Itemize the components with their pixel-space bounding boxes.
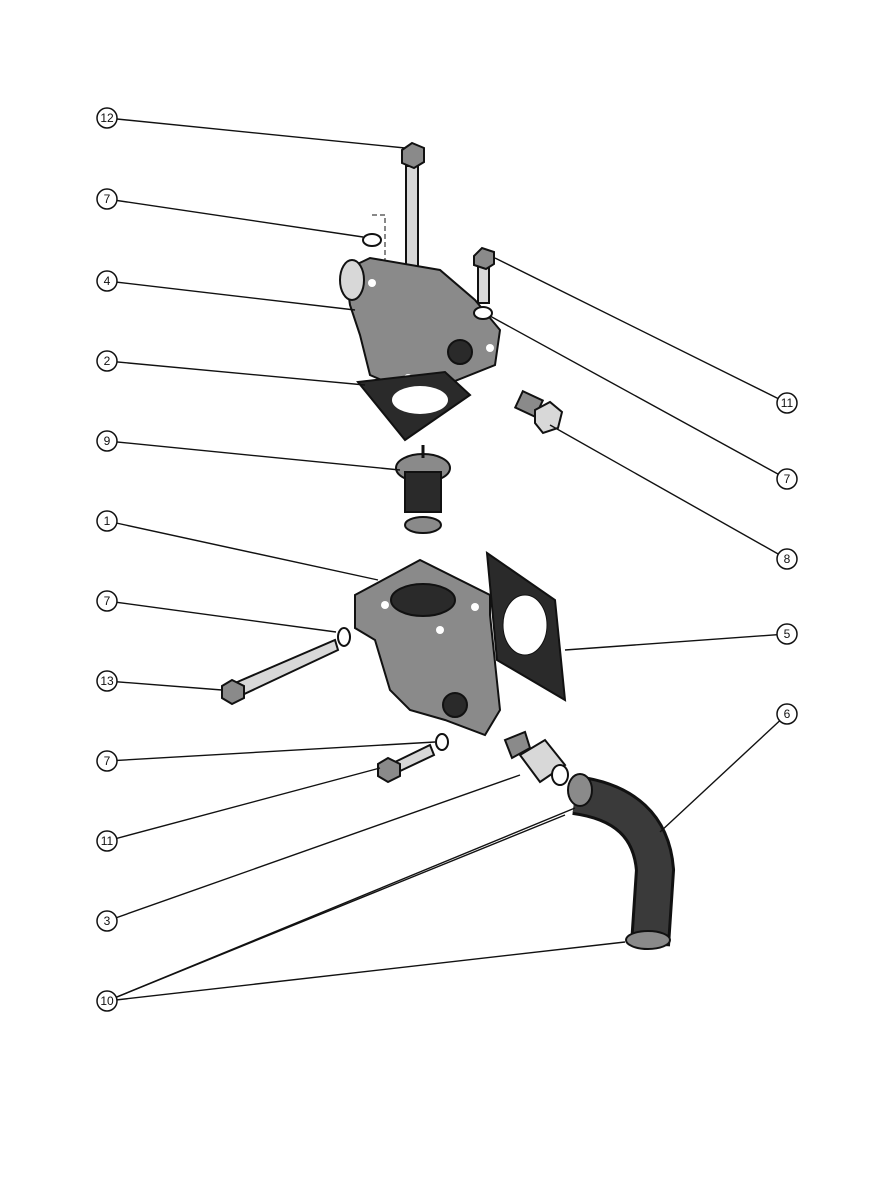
part-gasket xyxy=(356,370,472,442)
callout-bubble xyxy=(776,548,798,570)
part-long-bolt-top xyxy=(401,141,425,267)
parts-drawing xyxy=(221,141,676,950)
callout-bubble xyxy=(96,750,118,772)
callout-number: 13 xyxy=(100,674,114,688)
leader-line xyxy=(106,440,401,471)
callout-bubble xyxy=(776,703,798,725)
part-washer xyxy=(473,306,493,320)
callout-3: 3 xyxy=(96,774,521,932)
callout-11: 11 xyxy=(494,257,798,414)
leader-line xyxy=(106,941,626,1002)
leader-line xyxy=(106,680,223,691)
callouts: 12 7 4 2 9 1 7 13 7 11 3 10 11 7 8 5 6 xyxy=(96,107,798,1012)
callout-number: 6 xyxy=(784,707,791,721)
part-long-bolt-side xyxy=(221,638,340,706)
callout-10: 10 xyxy=(96,807,626,1012)
callout-number: 9 xyxy=(104,434,111,448)
leader-line xyxy=(106,774,521,922)
leader-line xyxy=(106,117,406,149)
alignment-line xyxy=(372,214,386,262)
part-thermostat xyxy=(395,445,451,534)
callout-number: 2 xyxy=(104,354,111,368)
callout-12: 12 xyxy=(96,107,406,149)
callout-number: 11 xyxy=(781,396,794,410)
part-short-bolt xyxy=(377,743,436,784)
part-washer xyxy=(362,233,382,247)
callout-bubble xyxy=(96,430,118,452)
callout-5: 5 xyxy=(564,623,798,651)
hose-clamp xyxy=(567,773,593,807)
leader-line xyxy=(659,713,788,833)
callout-11: 11 xyxy=(96,767,381,852)
leader-line xyxy=(106,280,356,311)
callout-bubble xyxy=(96,510,118,532)
callout-bubble xyxy=(776,468,798,490)
leader-line xyxy=(106,360,366,386)
leader-line xyxy=(106,741,436,762)
callout-13: 13 xyxy=(96,670,223,692)
part-hose xyxy=(567,773,676,950)
callout-7: 7 xyxy=(489,315,798,490)
leader-line xyxy=(106,520,379,581)
leader-line xyxy=(106,814,566,1002)
callout-number: 3 xyxy=(104,914,111,928)
callout-number: 7 xyxy=(104,192,111,206)
callout-bubble xyxy=(96,830,118,852)
callout-1: 1 xyxy=(96,510,379,581)
leader-line xyxy=(106,767,381,842)
part-plug xyxy=(513,389,564,435)
part-union-fitting xyxy=(503,730,569,786)
callout-bubble xyxy=(96,350,118,372)
part-housing-body xyxy=(354,558,502,737)
part-flange-gasket xyxy=(485,550,567,702)
callout-number: 4 xyxy=(104,274,111,288)
callout-bubble xyxy=(776,623,798,645)
callout-7: 7 xyxy=(96,188,364,238)
callout-2: 2 xyxy=(96,350,366,386)
callout-bubble xyxy=(96,590,118,612)
callout-number: 7 xyxy=(104,754,111,768)
part-short-bolt xyxy=(473,246,495,304)
part-housing-cover xyxy=(339,256,502,390)
callout-bubble xyxy=(96,188,118,210)
callout-bubble xyxy=(96,107,118,129)
hose-clamp xyxy=(625,930,671,950)
callout-8: 8 xyxy=(549,424,798,570)
callout-bubble xyxy=(96,670,118,692)
leader-line xyxy=(489,315,788,480)
callout-bubble xyxy=(96,270,118,292)
callout-number: 12 xyxy=(100,111,114,125)
leader-line xyxy=(549,424,788,560)
callout-number: 7 xyxy=(104,594,111,608)
callout-9: 9 xyxy=(96,430,401,471)
callout-number: 5 xyxy=(784,627,791,641)
callout-4: 4 xyxy=(96,270,356,311)
callout-number: 11 xyxy=(101,834,114,848)
callout-7: 7 xyxy=(96,590,337,633)
callout-number: 8 xyxy=(784,552,791,566)
part-washer xyxy=(435,733,449,751)
callout-number: 10 xyxy=(100,994,114,1008)
part-washer xyxy=(337,627,351,647)
callout-number: 1 xyxy=(104,514,111,528)
leader-line xyxy=(106,198,364,238)
callout-number: 7 xyxy=(784,472,791,486)
leader-line xyxy=(106,600,337,633)
callout-bubble xyxy=(776,392,798,414)
callout-6: 6 xyxy=(659,703,798,833)
callout-7: 7 xyxy=(96,741,436,772)
callout-bubble xyxy=(96,910,118,932)
leader-line xyxy=(564,633,788,651)
callout-bubble xyxy=(96,990,118,1012)
leader-line xyxy=(494,257,788,404)
